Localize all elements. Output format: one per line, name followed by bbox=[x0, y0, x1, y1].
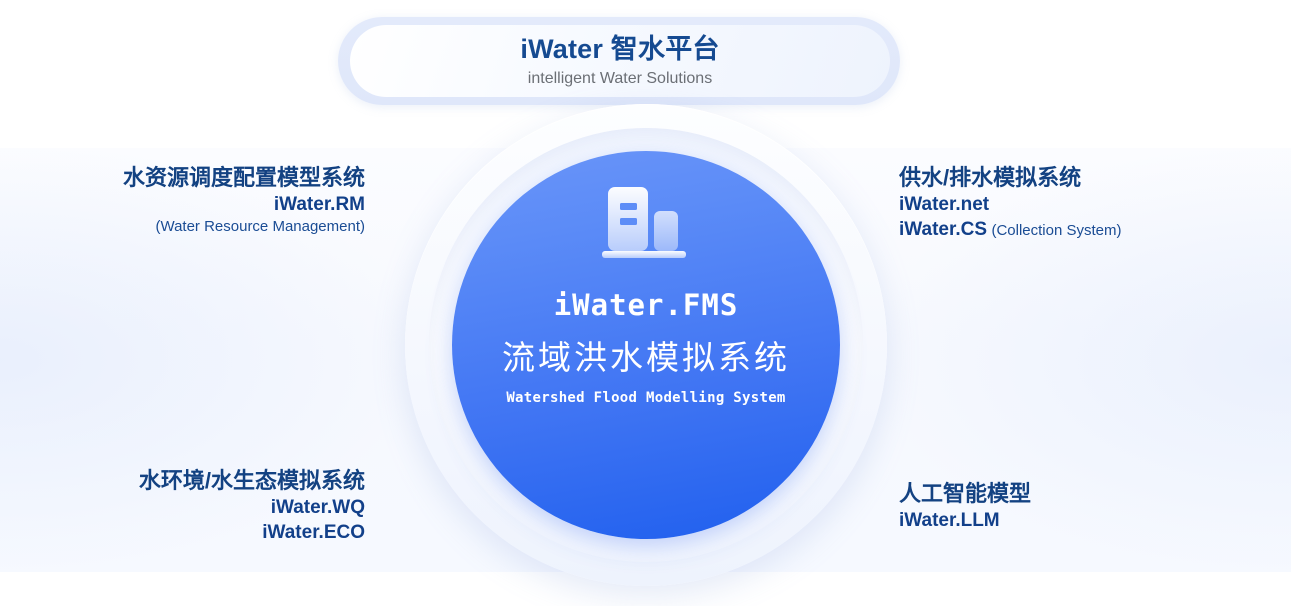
module-label-top-right[interactable]: 供水/排水模拟系统 iWater.net iWater.CS (Collecti… bbox=[899, 163, 1229, 242]
module-title-water-environment-ecology: 水环境/水生态模拟系统 bbox=[138, 468, 365, 493]
module-note-water-resource-management: (Water Resource Management) bbox=[155, 218, 365, 236]
module-code-row-iwater-cs: iWater.CS (Collection System) bbox=[899, 217, 1229, 242]
core-system-code: iWater.FMS bbox=[553, 288, 739, 322]
background-wash-left bbox=[0, 148, 420, 572]
module-label-top-left[interactable]: 水资源调度配置模型系统 iWater.RM (Water Resource Ma… bbox=[68, 163, 365, 237]
module-title-ai-model: 人工智能模型 bbox=[899, 481, 1032, 506]
background-wash-right bbox=[871, 148, 1291, 572]
module-code-iwater-cs: iWater.CS bbox=[899, 219, 987, 241]
core-system-name-en: Watershed Flood Modelling System bbox=[506, 390, 786, 406]
platform-title-banner: iWater 智水平台 intelligent Water Solutions bbox=[338, 17, 900, 105]
module-label-bottom-right[interactable]: 人工智能模型 iWater.LLM bbox=[899, 479, 1229, 533]
module-label-bottom-left[interactable]: 水环境/水生态模拟系统 iWater.WQ iWater.ECO bbox=[68, 466, 365, 545]
module-title-supply-drainage: 供水/排水模拟系统 bbox=[899, 165, 1082, 190]
core-system-circle[interactable]: iWater.FMS 流域洪水模拟系统 Watershed Flood Mode… bbox=[452, 151, 840, 539]
building-icon bbox=[602, 187, 686, 258]
module-code-iwater-llm: iWater.LLM bbox=[899, 510, 1000, 532]
module-code-iwater-rm: iWater.RM bbox=[273, 194, 365, 216]
module-code-iwater-net: iWater.net bbox=[899, 194, 990, 216]
module-title-water-resource-management: 水资源调度配置模型系统 bbox=[122, 165, 365, 190]
core-system-name-cn: 流域洪水模拟系统 bbox=[502, 339, 790, 376]
module-note-collection-system: (Collection System) bbox=[991, 222, 1122, 240]
module-code-iwater-wq: iWater.WQ bbox=[270, 497, 365, 519]
platform-subtitle: intelligent Water Solutions bbox=[527, 69, 713, 87]
module-code-iwater-eco: iWater.ECO bbox=[262, 522, 365, 544]
platform-title: iWater 智水平台 bbox=[520, 33, 720, 64]
platform-title-banner-inner: iWater 智水平台 intelligent Water Solutions bbox=[350, 25, 890, 97]
